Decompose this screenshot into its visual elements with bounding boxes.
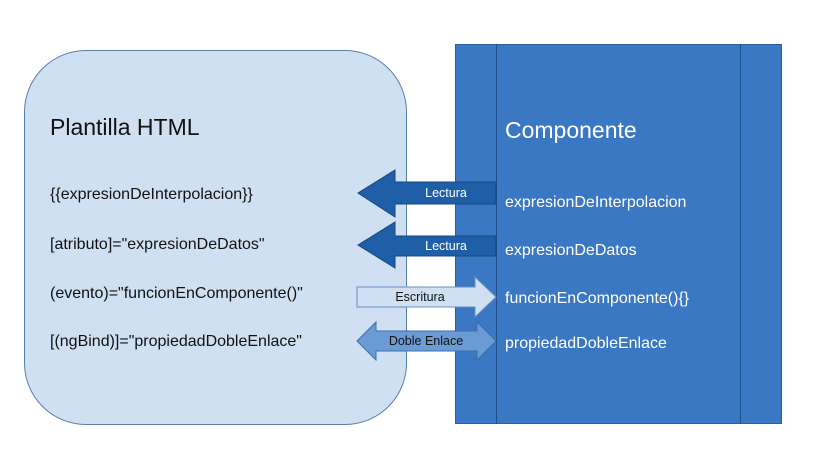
read-arrow-2: [357, 221, 497, 269]
template-box: [24, 50, 407, 425]
write-arrow: [356, 275, 497, 319]
component-right-divider: [740, 44, 741, 424]
component-line-data-expression: expresionDeDatos: [505, 242, 637, 259]
template-line-property-binding: [atributo]="expresionDeDatos": [50, 236, 265, 253]
template-title: Plantilla HTML: [50, 114, 200, 140]
read-arrow-1-label: Lectura: [425, 186, 467, 200]
two-way-arrow: [356, 320, 497, 362]
template-line-interpolation: {{expresionDeInterpolacion}}: [50, 186, 253, 203]
template-line-event-binding: (evento)="funcionEnComponente()": [50, 285, 303, 302]
component-line-two-way-property: propiedadDobleEnlace: [505, 335, 667, 352]
component-line-interpolation: expresionDeInterpolacion: [505, 194, 687, 211]
read-arrow-2-label: Lectura: [425, 239, 467, 253]
component-line-function: funcionEnComponente(){}: [505, 290, 690, 307]
read-arrow-1: [357, 169, 497, 218]
component-left-divider: [496, 44, 497, 424]
write-arrow-label: Escritura: [395, 290, 445, 304]
component-box: [455, 44, 782, 424]
component-title: Componente: [505, 117, 637, 143]
two-way-arrow-label: Doble Enlace: [388, 334, 464, 348]
template-line-two-way-binding: [(ngBind)]="propiedadDobleEnlace": [50, 333, 302, 350]
